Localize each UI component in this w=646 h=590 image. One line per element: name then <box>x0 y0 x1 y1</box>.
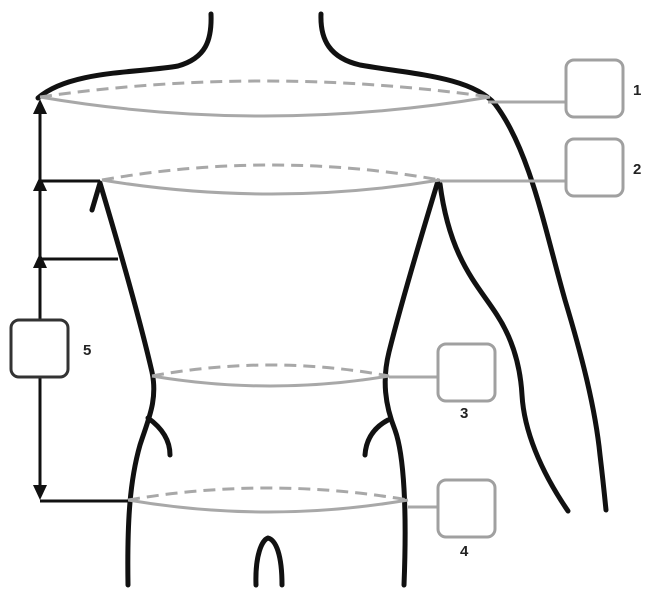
body-silhouette <box>38 14 606 585</box>
hip-measure-box[interactable] <box>438 480 495 537</box>
waist-line-front <box>152 376 389 386</box>
arrow-up-chest <box>33 176 47 191</box>
label-4: 4 <box>460 543 469 560</box>
left-neck-shoulder-outline <box>38 14 211 98</box>
label-2: 2 <box>633 161 641 178</box>
groin-arch <box>256 538 282 585</box>
arrow-down-hip <box>33 485 47 500</box>
hip-line-front <box>128 500 408 512</box>
torso-length-measure-box[interactable] <box>11 320 68 377</box>
right-torso-outline <box>385 181 438 585</box>
shoulder-line-front <box>40 97 490 116</box>
waist-measure-box[interactable] <box>438 344 495 401</box>
torso-length-arrows <box>40 106 128 501</box>
left-torso-outline <box>92 183 154 585</box>
label-3: 3 <box>460 405 468 422</box>
right-hip-curve <box>365 420 388 455</box>
chest-measure-box[interactable] <box>566 139 623 196</box>
shoulder-measure-box[interactable] <box>566 60 623 117</box>
waist-line-back <box>152 365 389 376</box>
left-hip-curve <box>148 418 170 455</box>
label-1: 1 <box>633 82 641 99</box>
shoulder-line-back <box>40 81 490 97</box>
arrow-up-shoulder <box>33 99 47 114</box>
chest-line-front <box>102 180 440 194</box>
chest-line-back <box>102 165 440 180</box>
hip-line-back <box>128 488 408 500</box>
label-5: 5 <box>83 342 91 359</box>
